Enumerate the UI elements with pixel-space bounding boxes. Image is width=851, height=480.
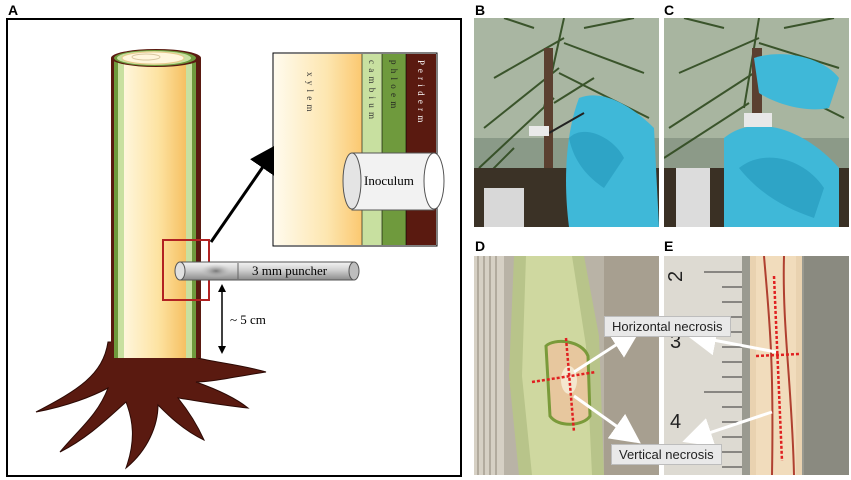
inset-xylem bbox=[274, 54, 362, 245]
trunk-xylem bbox=[124, 58, 186, 358]
ruler-number-3: 3 bbox=[670, 331, 681, 353]
inoculation-diagram: 3 mm puncher ~ 5 cm x y l e m c a m b i … bbox=[35, 49, 445, 470]
inset-phloem bbox=[382, 54, 406, 245]
ruler-number-4: 4 bbox=[670, 411, 681, 433]
panel-label-c: C bbox=[664, 2, 675, 18]
layer-label-periderm: P e r i d e r m bbox=[416, 60, 426, 123]
photo-c bbox=[664, 18, 849, 227]
tree-roots bbox=[35, 341, 267, 470]
ruler-number-2: 2 bbox=[665, 271, 687, 282]
horizontal-necrosis-label: Horizontal necrosis bbox=[604, 316, 731, 337]
photo-d bbox=[474, 256, 659, 475]
inoculum-label: Inoculum bbox=[364, 173, 414, 188]
puncher-label: 3 mm puncher bbox=[252, 263, 328, 278]
layer-label-cambium: c a m b i u m bbox=[367, 60, 377, 120]
panel-label-b: B bbox=[475, 2, 486, 18]
vertical-marker-d bbox=[564, 337, 576, 433]
horizontal-marker-e bbox=[755, 352, 801, 358]
panel-label-e: E bbox=[664, 238, 674, 254]
layer-inset: x y l e m c a m b i u m p h l o e m P e … bbox=[272, 52, 445, 247]
vertical-necrosis-label: Vertical necrosis bbox=[611, 444, 722, 465]
zoom-arrow bbox=[209, 143, 280, 243]
inset-periderm bbox=[406, 54, 436, 245]
puncher-tube bbox=[174, 261, 360, 281]
photo-e: 2 3 4 bbox=[664, 256, 849, 475]
vertical-marker-e bbox=[772, 275, 784, 462]
inoculum-cylinder bbox=[351, 152, 435, 211]
distance-label: ~ 5 cm bbox=[230, 312, 266, 327]
layer-label-phloem: p h l o e m bbox=[389, 60, 399, 109]
layer-label-xylem: x y l e m bbox=[305, 72, 315, 113]
horizontal-marker-d bbox=[531, 370, 597, 384]
photo-b bbox=[474, 18, 659, 227]
panel-a-frame: 3 mm puncher ~ 5 cm x y l e m c a m b i … bbox=[6, 18, 462, 477]
panel-label-d: D bbox=[475, 238, 486, 254]
panel-label-a: A bbox=[8, 2, 19, 18]
